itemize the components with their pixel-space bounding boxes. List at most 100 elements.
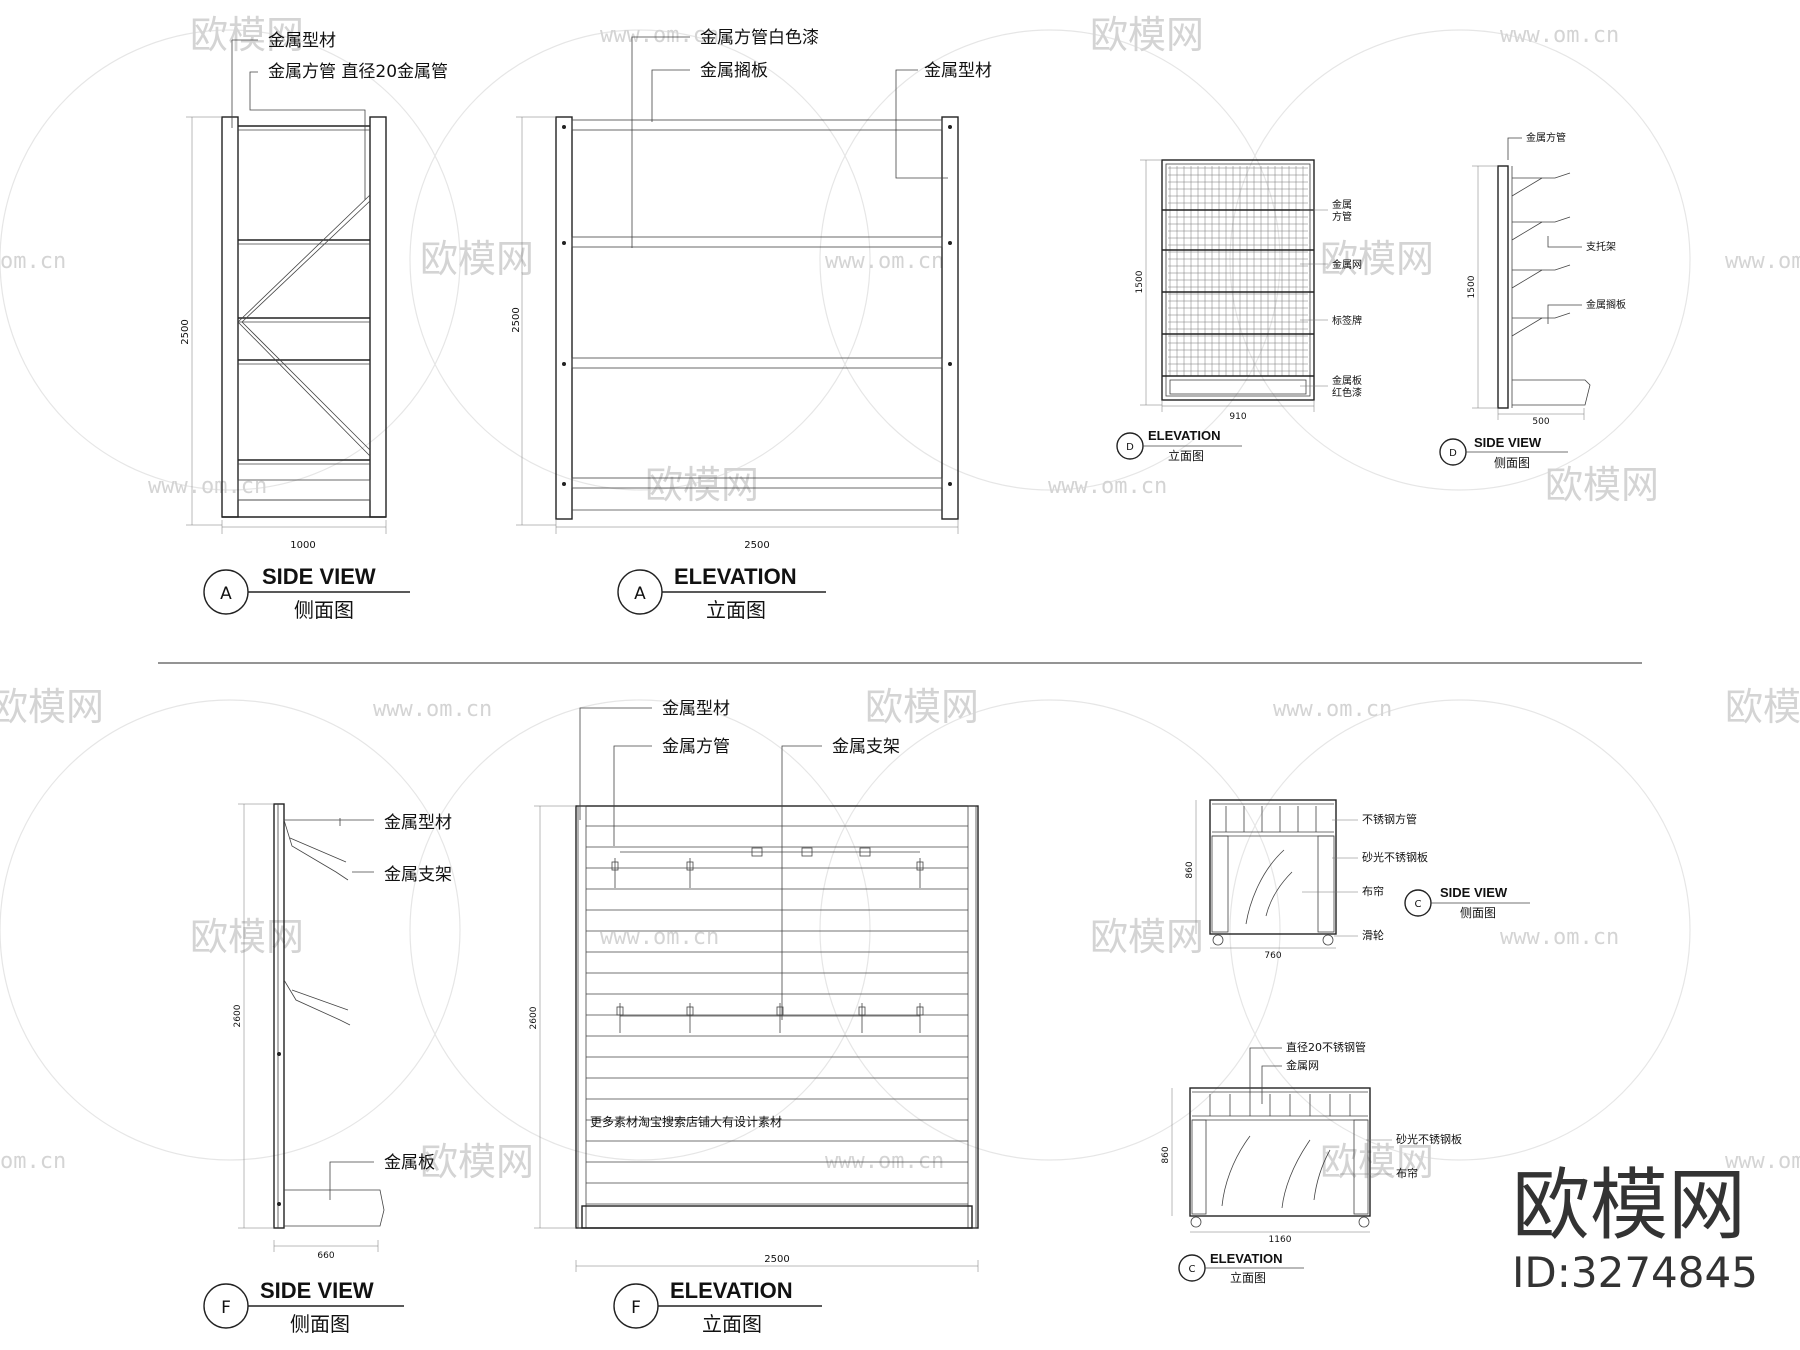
callout-c-side-2: 砂光不锈钢板 <box>1362 850 1428 864</box>
f-elev-note: 更多素材淘宝搜索店铺大有设计素材 <box>590 1114 782 1129</box>
view-marker: C <box>1189 1264 1196 1275</box>
watermark-url: www.om.cn <box>1725 249 1800 274</box>
callout-f-side-3: 金属板 <box>384 1153 435 1173</box>
hook-clip <box>616 1006 624 1016</box>
dim-width-f-elev: 2500 <box>764 1254 789 1265</box>
view-f-side: 2600 660 金属型材 金属支架 金属板 F SIDE VIEW 侧面图 <box>203 803 452 1336</box>
view-title-en: SIDE VIEW <box>1440 885 1508 900</box>
callout-a-elev-3: 金属型材 <box>924 61 992 81</box>
view-marker: D <box>1449 448 1457 459</box>
watermark-url: www.om.cn <box>148 474 267 499</box>
callout-c-side-3: 布帘 <box>1362 884 1384 898</box>
callout-f-side-2: 金属支架 <box>384 865 452 885</box>
watermark-brand: 欧模网 <box>1725 685 1800 729</box>
callout-f-elev-3: 金属支架 <box>832 737 900 757</box>
watermark-url: www.om.cn <box>825 1149 944 1174</box>
dim-height-d-elev: 1500 <box>1135 270 1145 293</box>
view-title-cn: 立面图 <box>1230 1270 1266 1285</box>
view-marker: A <box>634 584 646 604</box>
dim-width-a-elev: 2500 <box>744 540 769 551</box>
view-title-en: ELEVATION <box>670 1278 793 1303</box>
watermark-url: www.om.cn <box>1725 1149 1800 1174</box>
callout-c-side-1: 不锈钢方管 <box>1362 812 1417 826</box>
callout-c-elev-2: 金属网 <box>1286 1058 1319 1072</box>
callout-d-side-3: 金属搁板 <box>1586 298 1626 311</box>
view-title-en: ELEVATION <box>1210 1251 1282 1266</box>
view-f-elevation: 2600 2500 金属型材 金属方管 金属支架 更多素材淘宝搜索店铺大有设计素… <box>529 699 979 1336</box>
dim-width-d-side: 500 <box>1532 417 1549 427</box>
view-d-side: 1500 500 金属方管 支托架 金属搁板 D SIDE VIEW 侧面图 <box>1439 131 1626 470</box>
watermark-brand-partial: 欧模网 <box>0 685 104 729</box>
dim-height-a-elev: 2500 <box>511 307 522 332</box>
watermark-brand: 欧模网 <box>420 237 534 281</box>
watermark-brand: 欧模网 <box>1320 237 1434 281</box>
dim-width-c-elev: 1160 <box>1269 1235 1292 1245</box>
view-marker: D <box>1126 442 1134 453</box>
watermark-layer: 欧模网 欧模网 欧模网 欧模网 欧模网 欧模网 欧模网 欧模网 欧模网 欧模网 … <box>0 13 1800 1184</box>
hook-clip <box>776 1006 784 1016</box>
asset-id: ID:3274845 <box>1512 1248 1758 1297</box>
view-c-side: 860 760 不锈钢方管 砂光不锈钢板 布帘 滑轮 C SIDE VIEW 侧… <box>1185 799 1530 961</box>
watermark-brand: 欧模网 <box>1545 463 1659 507</box>
dim-height-d-side: 1500 <box>1467 275 1477 298</box>
watermark-url: www.om.cn <box>1048 474 1167 499</box>
view-title-en: SIDE VIEW <box>1474 435 1542 450</box>
hook-clip <box>916 861 924 871</box>
watermark-url-partial: om.cn <box>0 1149 66 1174</box>
dim-width-a-side: 1000 <box>290 540 315 551</box>
callout-d-elev-1: 金属 <box>1332 198 1352 211</box>
view-marker: F <box>631 1298 641 1318</box>
view-d-elevation: 1500 910 金属 方管 金属网 标签牌 金属板 红色漆 D ELEVATI… <box>1116 159 1362 463</box>
watermark-brand: 欧模网 <box>190 915 304 959</box>
callout-d-elev-4: 标签牌 <box>1332 314 1362 327</box>
callout-d-elev-2: 方管 <box>1332 210 1352 223</box>
watermark-brand: 欧模网 <box>420 1140 534 1184</box>
watermark-url: www.om.cn <box>825 249 944 274</box>
site-logo: 欧模网 <box>1512 1161 1746 1251</box>
dim-height-c-elev: 860 <box>1161 1146 1171 1163</box>
view-title-en: SIDE VIEW <box>260 1278 374 1303</box>
watermark-url: www.om.cn <box>373 697 492 722</box>
watermark-url: www.om.cn <box>1500 925 1619 950</box>
dim-height-f-side: 2600 <box>233 1004 243 1027</box>
callout-d-side-1: 金属方管 <box>1526 131 1566 144</box>
view-title-cn: 侧面图 <box>290 1312 350 1336</box>
view-title-cn: 立面图 <box>1168 448 1204 463</box>
callout-c-elev-1: 直径20不锈钢管 <box>1286 1040 1366 1054</box>
hook-clip <box>916 1006 924 1016</box>
callout-d-side-2: 支托架 <box>1586 240 1616 253</box>
callout-a-elev-2: 金属搁板 <box>700 61 768 81</box>
callout-f-elev-2: 金属方管 <box>662 737 730 757</box>
watermark-url: www.om.cn <box>1273 697 1392 722</box>
view-a-side: 2500 1000 金属型材 金属方管 直径20金属管 A SIDE VIEW … <box>180 31 448 622</box>
view-marker: C <box>1415 899 1422 910</box>
view-title-cn: 侧面图 <box>294 598 354 622</box>
watermark-url-partial: om.cn <box>0 249 66 274</box>
watermark-brand: 欧模网 <box>865 685 979 729</box>
view-title-cn: 立面图 <box>706 598 766 622</box>
hook-clip <box>858 1006 866 1016</box>
dim-height-c-side: 860 <box>1185 861 1195 878</box>
watermark-url: www.om.cn <box>1500 23 1619 48</box>
view-a-elevation: 2500 2500 金属方管白色漆 金属搁板 金属型材 A ELEVATION … <box>511 28 992 622</box>
view-title-cn: 立面图 <box>702 1312 762 1336</box>
view-c-elevation: 860 1160 直径20不锈钢管 金属网 砂光不锈钢板 布帘 C ELEVAT… <box>1161 1040 1462 1285</box>
watermark-brand: 欧模网 <box>1090 13 1204 57</box>
view-marker: F <box>221 1298 231 1318</box>
dim-height-f-elev: 2600 <box>529 1006 539 1029</box>
dim-width-c-side: 760 <box>1264 951 1281 961</box>
watermark-brand: 欧模网 <box>1090 915 1204 959</box>
callout-a-elev-1: 金属方管白色漆 <box>700 28 819 48</box>
hook-clip <box>611 861 619 871</box>
watermark-url: www.om.cn <box>600 23 719 48</box>
view-title-cn: 侧面图 <box>1494 456 1530 470</box>
dim-height-a-side: 2500 <box>180 319 191 344</box>
view-marker: A <box>220 584 232 604</box>
dim-width-d-elev: 910 <box>1229 412 1246 422</box>
view-title-cn: 侧面图 <box>1460 906 1496 920</box>
view-title-en: ELEVATION <box>1148 428 1220 443</box>
callout-c-elev-4: 布帘 <box>1396 1166 1418 1180</box>
view-title-en: SIDE VIEW <box>262 564 376 589</box>
watermark-brand: 欧模网 <box>190 13 304 57</box>
